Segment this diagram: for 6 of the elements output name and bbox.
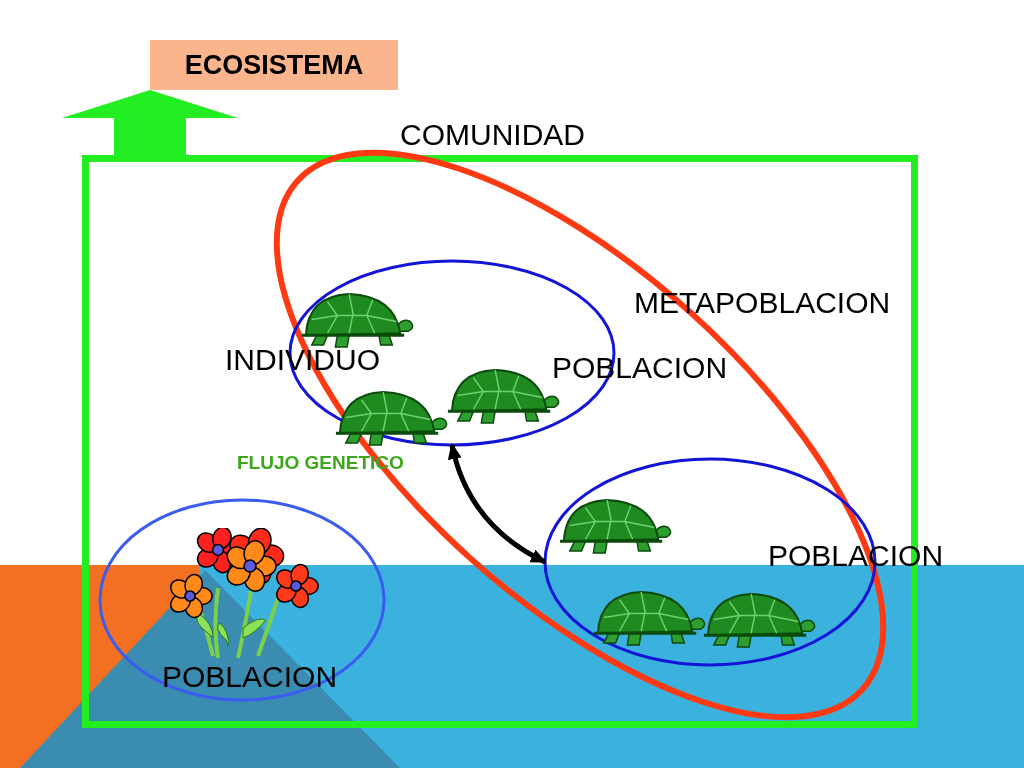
level-label: ECOSISTEMA [184,48,364,82]
level-label: POBLACION [162,662,338,692]
block-arrow [62,90,238,155]
double-arrow [448,443,547,565]
level-label: COMUNIDAD [400,120,585,150]
title-box [150,40,398,90]
